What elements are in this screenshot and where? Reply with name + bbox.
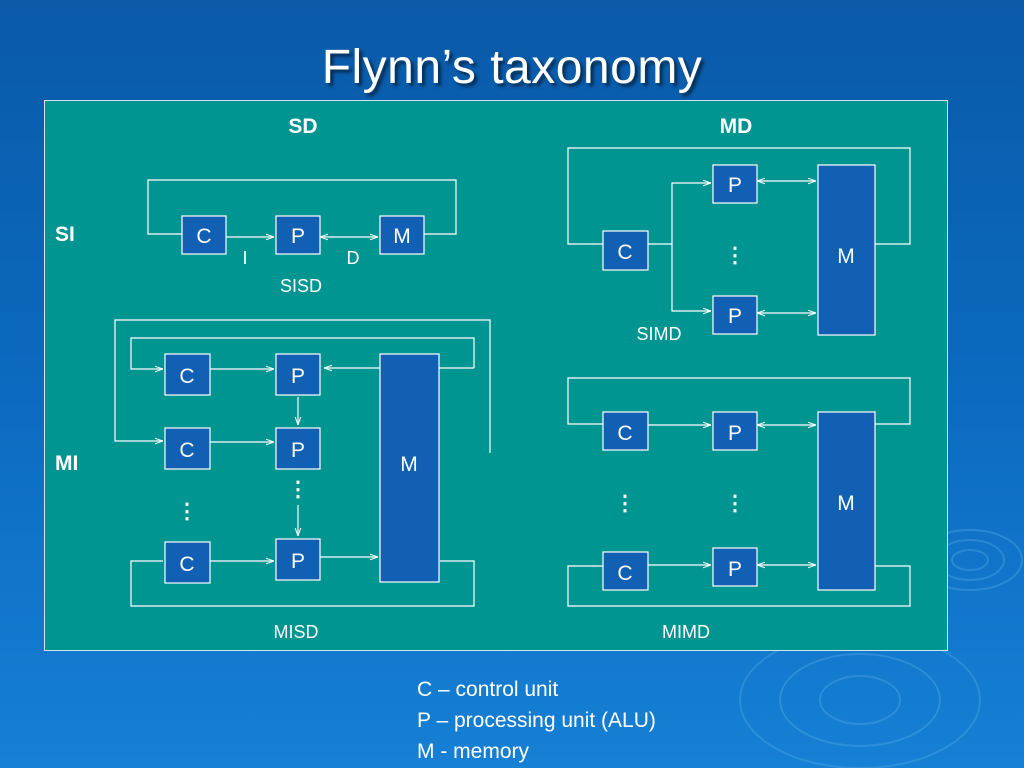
mimd-control-label-n: C xyxy=(617,562,632,585)
simd-processing-label-n: P xyxy=(728,305,742,328)
misd-control-unit-n xyxy=(164,541,211,584)
simd-ellipsis: ⋮ xyxy=(725,244,746,267)
misd-control-label-n: C xyxy=(179,553,194,576)
sisd-processing-label: P xyxy=(291,225,305,248)
misd-control-label-1: C xyxy=(179,365,194,388)
simd-label: SIMD xyxy=(637,324,682,344)
slide-title: Flynn’s taxonomy xyxy=(321,41,703,94)
sisd-label: SISD xyxy=(280,276,322,296)
mimd-top-loop xyxy=(567,377,911,425)
misd-processing-unit-2 xyxy=(275,427,321,470)
mimd-label: MIMD xyxy=(662,622,710,642)
misd-quadrant: C C ⋮ C P P ⋮ P M MISD xyxy=(114,319,491,642)
simd-processing-unit-1 xyxy=(712,164,758,204)
mimd-control-ellipsis: ⋮ xyxy=(615,492,636,515)
misd-processing-unit-1 xyxy=(275,353,321,396)
simd-processing-unit-n xyxy=(712,295,758,335)
simd-feedback-loop xyxy=(567,147,911,245)
legend: C – control unit P – processing unit (AL… xyxy=(417,674,656,767)
data-stream-label: D xyxy=(347,248,360,268)
sisd-memory xyxy=(379,215,425,255)
misd-processing-label-2: P xyxy=(291,439,305,462)
misd-control-label-2: C xyxy=(179,439,194,462)
legend-item-memory: M - memory xyxy=(417,740,529,763)
misd-inner-loop xyxy=(130,337,475,369)
sisd-control-unit xyxy=(181,215,227,255)
mimd-control-unit-n xyxy=(602,551,649,591)
mimd-processing-label-n: P xyxy=(728,558,742,581)
mimd-control-unit-1 xyxy=(602,411,649,451)
simd-memory-label: M xyxy=(837,245,855,268)
misd-memory xyxy=(379,353,440,583)
misd-processing-ellipsis: ⋮ xyxy=(288,478,309,501)
simd-processing-label-1: P xyxy=(728,174,742,197)
column-header-sd: SD xyxy=(288,115,317,138)
sisd-control-label: C xyxy=(196,225,211,248)
column-header-md: MD xyxy=(720,115,753,138)
simd-upper-branch-arrow xyxy=(648,183,711,245)
misd-processing-label-n: P xyxy=(291,550,305,573)
simd-lower-branch-arrow xyxy=(671,244,711,311)
misd-processing-label-1: P xyxy=(291,365,305,388)
mimd-quadrant: C ⋮ C P ⋮ P M MIMD xyxy=(567,377,911,642)
mimd-memory xyxy=(817,411,876,591)
misd-outer-loop xyxy=(114,319,491,453)
simd-quadrant: C P ⋮ P M SIMD xyxy=(567,147,911,344)
misd-memory-label: M xyxy=(400,453,418,476)
simd-control-label: C xyxy=(617,241,632,264)
misd-bottom-loop xyxy=(130,560,475,607)
row-header-mi: MI xyxy=(55,452,78,475)
sisd-processing-unit xyxy=(275,215,321,255)
sisd-quadrant: C P M I D SISD xyxy=(147,179,457,296)
sisd-memory-label: M xyxy=(393,225,411,248)
mimd-processing-label-1: P xyxy=(728,422,742,445)
legend-item-control: C – control unit xyxy=(417,678,559,701)
simd-memory xyxy=(817,164,876,336)
mimd-memory-label: M xyxy=(837,492,855,515)
misd-label: MISD xyxy=(274,622,319,642)
mimd-processing-unit-1 xyxy=(712,411,758,451)
legend-item-processing: P – processing unit (ALU) xyxy=(417,709,656,732)
misd-control-unit-1 xyxy=(164,353,211,396)
mimd-processing-ellipsis: ⋮ xyxy=(725,492,746,515)
instruction-stream-label: I xyxy=(242,248,247,268)
misd-control-ellipsis: ⋮ xyxy=(177,500,198,523)
mimd-bottom-loop xyxy=(567,565,911,607)
sisd-feedback-loop xyxy=(147,179,457,235)
misd-control-unit-2 xyxy=(164,427,211,470)
mimd-processing-unit-n xyxy=(712,547,758,587)
misd-processing-unit-n xyxy=(275,538,321,581)
row-header-si: SI xyxy=(55,223,75,246)
mimd-control-label-1: C xyxy=(617,422,632,445)
simd-control-unit xyxy=(602,230,649,271)
